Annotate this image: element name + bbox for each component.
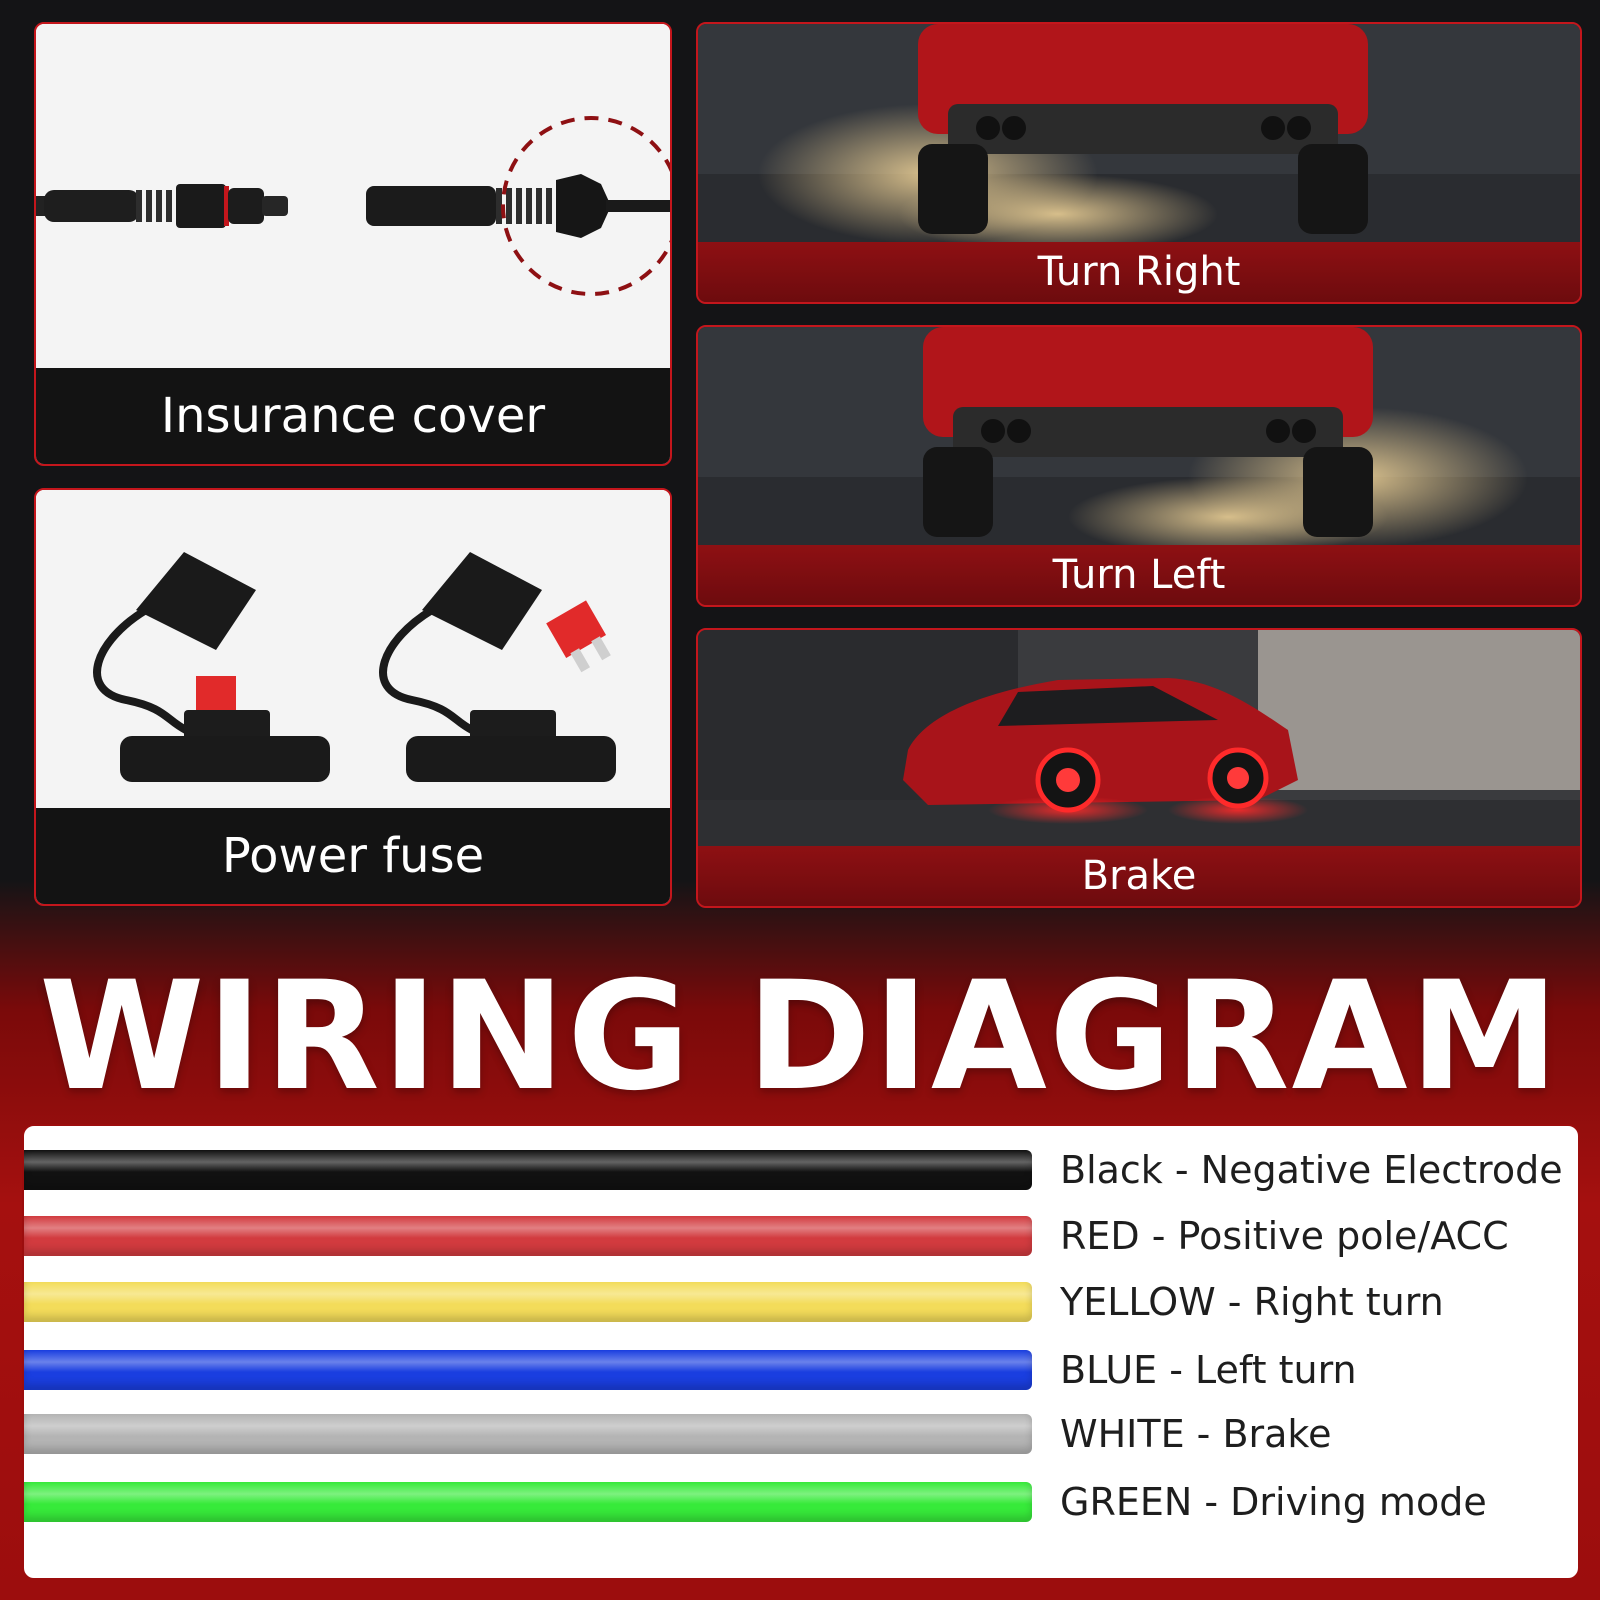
wire-swatch [24, 1216, 1032, 1256]
wire-label: WHITE - Brake [1060, 1412, 1332, 1456]
wire-swatch [24, 1150, 1032, 1190]
wire-row-blue: BLUE - Left turn [24, 1348, 1578, 1392]
insurance-cover-panel: Insurance cover [34, 22, 672, 466]
car-rear-illustration [698, 24, 1580, 246]
power-fuse-caption: Power fuse [36, 808, 670, 904]
wire-label: GREEN - Driving mode [1060, 1480, 1487, 1524]
power-fuse-panel: Power fuse [34, 488, 672, 906]
wire-swatch [24, 1414, 1032, 1454]
car-rear-turn-left-photo [698, 327, 1580, 549]
wire-swatch [24, 1350, 1032, 1390]
wire-swatch [24, 1482, 1032, 1522]
waterproof-connector-illustration [36, 116, 670, 296]
car-side-illustration [698, 630, 1580, 850]
wire-row-red: RED - Positive pole/ACC [24, 1214, 1578, 1258]
wire-row-black: Black - Negative Electrode [24, 1148, 1578, 1192]
connector-photo [36, 24, 670, 372]
fuse-holder-illustration [93, 552, 616, 782]
wire-label: Black - Negative Electrode [1060, 1148, 1563, 1192]
turn-right-caption: Turn Right [698, 242, 1580, 302]
brake-caption: Brake [698, 846, 1580, 906]
turn-left-panel: Turn Left [696, 325, 1582, 607]
wire-label: RED - Positive pole/ACC [1060, 1214, 1509, 1258]
wire-swatch [24, 1282, 1032, 1322]
wire-row-white: WHITE - Brake [24, 1412, 1578, 1456]
wire-label: YELLOW - Right turn [1060, 1280, 1444, 1324]
car-rear-turn-right-photo [698, 24, 1580, 246]
wiring-diagram-title: WIRING DIAGRAM [39, 950, 1561, 1124]
fuse-holder-photo [36, 490, 670, 812]
car-rear-illustration [698, 327, 1580, 549]
wire-row-green: GREEN - Driving mode [24, 1480, 1578, 1524]
insurance-cover-caption: Insurance cover [36, 368, 670, 464]
turn-right-panel: Turn Right [696, 22, 1582, 304]
wire-row-yellow: YELLOW - Right turn [24, 1280, 1578, 1324]
wire-color-legend: Black - Negative Electrode RED - Positiv… [22, 1124, 1580, 1580]
car-side-brake-photo [698, 630, 1580, 850]
wire-label: BLUE - Left turn [1060, 1348, 1357, 1392]
brake-panel: Brake [696, 628, 1582, 908]
turn-left-caption: Turn Left [698, 545, 1580, 605]
